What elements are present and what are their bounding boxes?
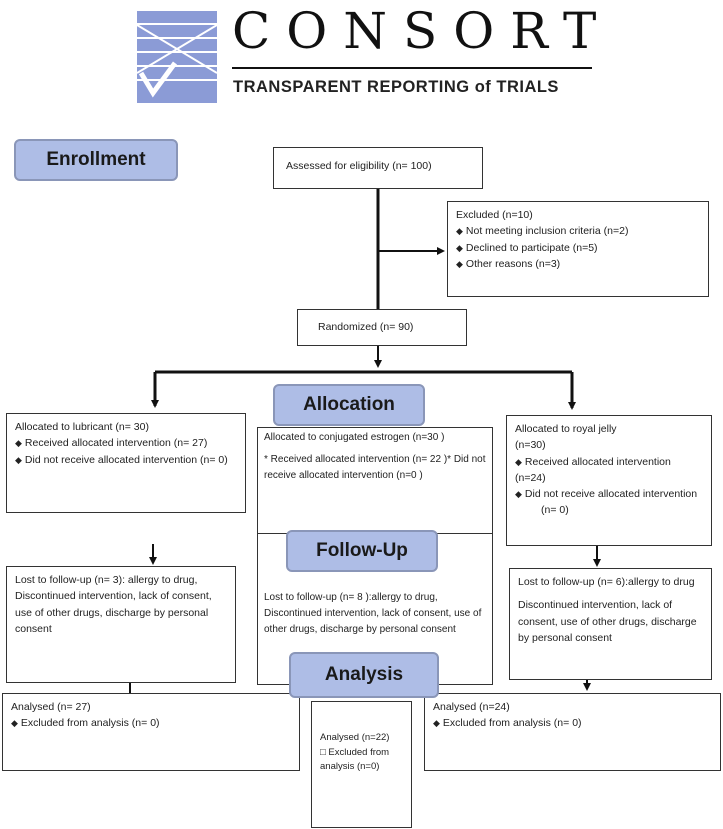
right-allocated-box: Allocated to royal jelly (n=30) ◆Receive… bbox=[506, 415, 712, 546]
excluded-item: ◆Other reasons (n=3) bbox=[456, 257, 561, 270]
middle-allocated-content: Allocated to conjugated estrogen (n=30 )… bbox=[264, 430, 492, 484]
right-allocated-line2: (n=30) bbox=[515, 439, 546, 452]
right-lost-box: Lost to follow-up (n= 6):allergy to drug… bbox=[509, 568, 712, 680]
analysis-stage-label: Analysis bbox=[289, 652, 439, 698]
left-allocated-item: ◆Did not receive allocated intervention … bbox=[15, 453, 228, 466]
follow-up-stage-label: Follow-Up bbox=[286, 530, 438, 572]
right-lost-line1: Lost to follow-up (n= 6):allergy to drug bbox=[518, 576, 695, 588]
logo-rule bbox=[232, 67, 592, 69]
left-lost-line2: Discontinued intervention, lack of conse… bbox=[15, 590, 212, 603]
allocation-stage-label: Allocation bbox=[273, 384, 425, 426]
left-lost-line3: use of other drugs, discharge by persona… bbox=[15, 606, 209, 619]
left-allocated-title: Allocated to lubricant (n= 30) bbox=[15, 421, 149, 433]
right-lost-line3: consent, use of other drugs, discharge bbox=[518, 615, 697, 628]
consort-wordmark: CONSORT bbox=[232, 2, 613, 60]
middle-excluded-line1: □ Excluded from bbox=[320, 746, 390, 758]
right-analysed-box: Analysed (n=24) ◆Excluded from analysis … bbox=[424, 693, 721, 771]
excluded-item: ◆Declined to participate (n=5) bbox=[456, 241, 598, 254]
randomized-text: Randomized (n= 90) bbox=[318, 321, 414, 333]
enrollment-stage-label: Enrollment bbox=[14, 139, 178, 181]
right-analysed-title: Analysed (n=24) bbox=[433, 701, 510, 713]
assessed-text: Assessed for eligibility (n= 100) bbox=[286, 160, 432, 172]
left-lost-line4: consent bbox=[15, 622, 52, 635]
middle-lost-line2: Discontinued intervention, lack of conse… bbox=[264, 608, 482, 619]
left-analysed-item: ◆Excluded from analysis (n= 0) bbox=[11, 717, 160, 730]
right-not-received-count: (n= 0) bbox=[541, 504, 569, 517]
middle-lost-line1: Lost to follow-up (n= 8 ):allergy to dru… bbox=[264, 592, 438, 603]
left-lost-line1: Lost to follow-up (n= 3): allergy to dru… bbox=[15, 574, 198, 586]
middle-received-line1: * Received allocated intervention (n= 22… bbox=[264, 454, 486, 465]
middle-lost-content: Lost to follow-up (n= 8 ):allergy to dru… bbox=[264, 590, 492, 638]
middle-lost-line3: other drugs, discharge by personal conse… bbox=[264, 624, 456, 635]
excluded-title: Excluded (n=10) bbox=[456, 209, 533, 221]
consort-tagline: TRANSPARENT REPORTING of TRIALS bbox=[233, 78, 559, 96]
right-lost-line2: Discontinued intervention, lack of bbox=[518, 599, 673, 612]
assessed-box: Assessed for eligibility (n= 100) bbox=[273, 147, 483, 189]
right-allocated-line1: Allocated to royal jelly bbox=[515, 423, 617, 435]
consort-logo-mark bbox=[137, 11, 217, 103]
left-allocated-item: ◆Received allocated intervention (n= 27) bbox=[15, 437, 208, 450]
left-analysed-box: Analysed (n= 27) ◆Excluded from analysis… bbox=[2, 693, 300, 771]
left-analysed-title: Analysed (n= 27) bbox=[11, 701, 91, 713]
middle-analysed-box: Analysed (n=22) □ Excluded from analysis… bbox=[311, 701, 412, 828]
middle-excluded-line2: analysis (n=0) bbox=[320, 761, 380, 773]
right-lost-line4: by personal consent bbox=[518, 631, 612, 644]
middle-allocated-title: Allocated to conjugated estrogen (n=30 ) bbox=[264, 432, 445, 443]
right-allocated-item: ◆Did not receive allocated intervention bbox=[515, 488, 698, 501]
left-lost-box: Lost to follow-up (n= 3): allergy to dru… bbox=[6, 566, 236, 683]
excluded-item: ◆Not meeting inclusion criteria (n=2) bbox=[456, 225, 629, 238]
middle-received-line2: receive allocated intervention (n=0 ) bbox=[264, 470, 423, 481]
excluded-box: Excluded (n=10) ◆Not meeting inclusion c… bbox=[447, 201, 709, 297]
left-allocated-box: Allocated to lubricant (n= 30) ◆Received… bbox=[6, 413, 246, 513]
middle-analysed-title: Analysed (n=22) bbox=[320, 732, 390, 743]
right-allocated-item: ◆Received allocated intervention (n=24) bbox=[515, 455, 671, 484]
right-analysed-item: ◆Excluded from analysis (n= 0) bbox=[433, 717, 582, 730]
randomized-box: Randomized (n= 90) bbox=[297, 309, 467, 346]
